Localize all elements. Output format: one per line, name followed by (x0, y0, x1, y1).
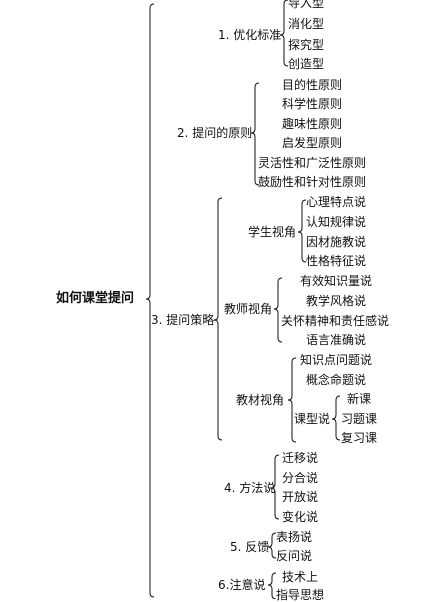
leaf: 概念命题说 (306, 373, 367, 387)
section-3-brace (213, 197, 223, 441)
group-student-label: 学生视角 (248, 225, 297, 239)
leaf: 性格特征说 (306, 254, 367, 268)
leaf: 心理特点说 (306, 195, 367, 209)
leaf: 变化说 (282, 510, 319, 524)
leaf: 目的性原则 (282, 78, 343, 92)
leaf: 新课 (347, 392, 372, 406)
section-5-brace (267, 532, 277, 559)
group-teacher-label: 教师视角 (224, 302, 273, 316)
leaf: 迁移说 (282, 451, 319, 465)
leaf: 导入型 (288, 0, 325, 10)
leaf: 科学性原则 (282, 97, 343, 111)
leaf: 分合说 (282, 471, 319, 485)
root-node: 如何课堂提问 (56, 291, 135, 306)
leaf: 消化型 (288, 17, 325, 31)
leaf: 探究型 (288, 38, 325, 52)
leaf: 创造型 (288, 57, 325, 71)
leaf: 关怀精神和责任感说 (281, 314, 390, 328)
section-6-label: 6.注意说 (218, 578, 266, 592)
textbook-brace (287, 357, 297, 443)
leaf: 灵活性和广泛性原则 (258, 156, 367, 170)
section-1-label: 1. 优化标准 (218, 28, 282, 42)
leaf: 技术上 (282, 570, 319, 584)
section-6-brace (267, 572, 277, 599)
leaf: 表扬说 (276, 530, 313, 544)
section-1-brace (279, 0, 289, 67)
leaf: 认知规律说 (306, 215, 367, 229)
section-2-brace (250, 82, 260, 186)
section-4-label: 4. 方法说 (224, 481, 276, 495)
leaf: 知识点问题说 (300, 353, 373, 367)
leaf: 因材施教说 (306, 235, 367, 249)
leaf: 有效知识量说 (300, 274, 373, 288)
group-textbook-label: 教材视角 (236, 393, 285, 407)
leaf: 语言准确说 (306, 333, 367, 347)
leaf: 启发型原则 (282, 136, 343, 150)
section-5-label: 5. 反馈 (230, 540, 270, 554)
student-brace (297, 199, 307, 263)
section-4-brace (270, 454, 280, 520)
leaf: 鼓励性和针对性原则 (258, 175, 367, 189)
subgroup-lesson-type-label: 课型说 (294, 412, 331, 426)
leaf: 教学风格说 (306, 294, 367, 308)
teacher-brace (273, 277, 283, 343)
leaf: 开放说 (282, 490, 319, 504)
root-brace (145, 3, 155, 598)
leaf: 趣味性原则 (282, 117, 343, 131)
leaf: 反问说 (276, 549, 313, 563)
section-3-label: 3. 提问策略 (151, 313, 215, 327)
leaf: 指导思想 (276, 588, 325, 602)
leaf: 复习课 (341, 431, 378, 445)
lesson-type-brace (331, 395, 341, 441)
leaf: 习题课 (341, 412, 378, 426)
section-2-label: 2. 提问的原则 (177, 126, 253, 140)
